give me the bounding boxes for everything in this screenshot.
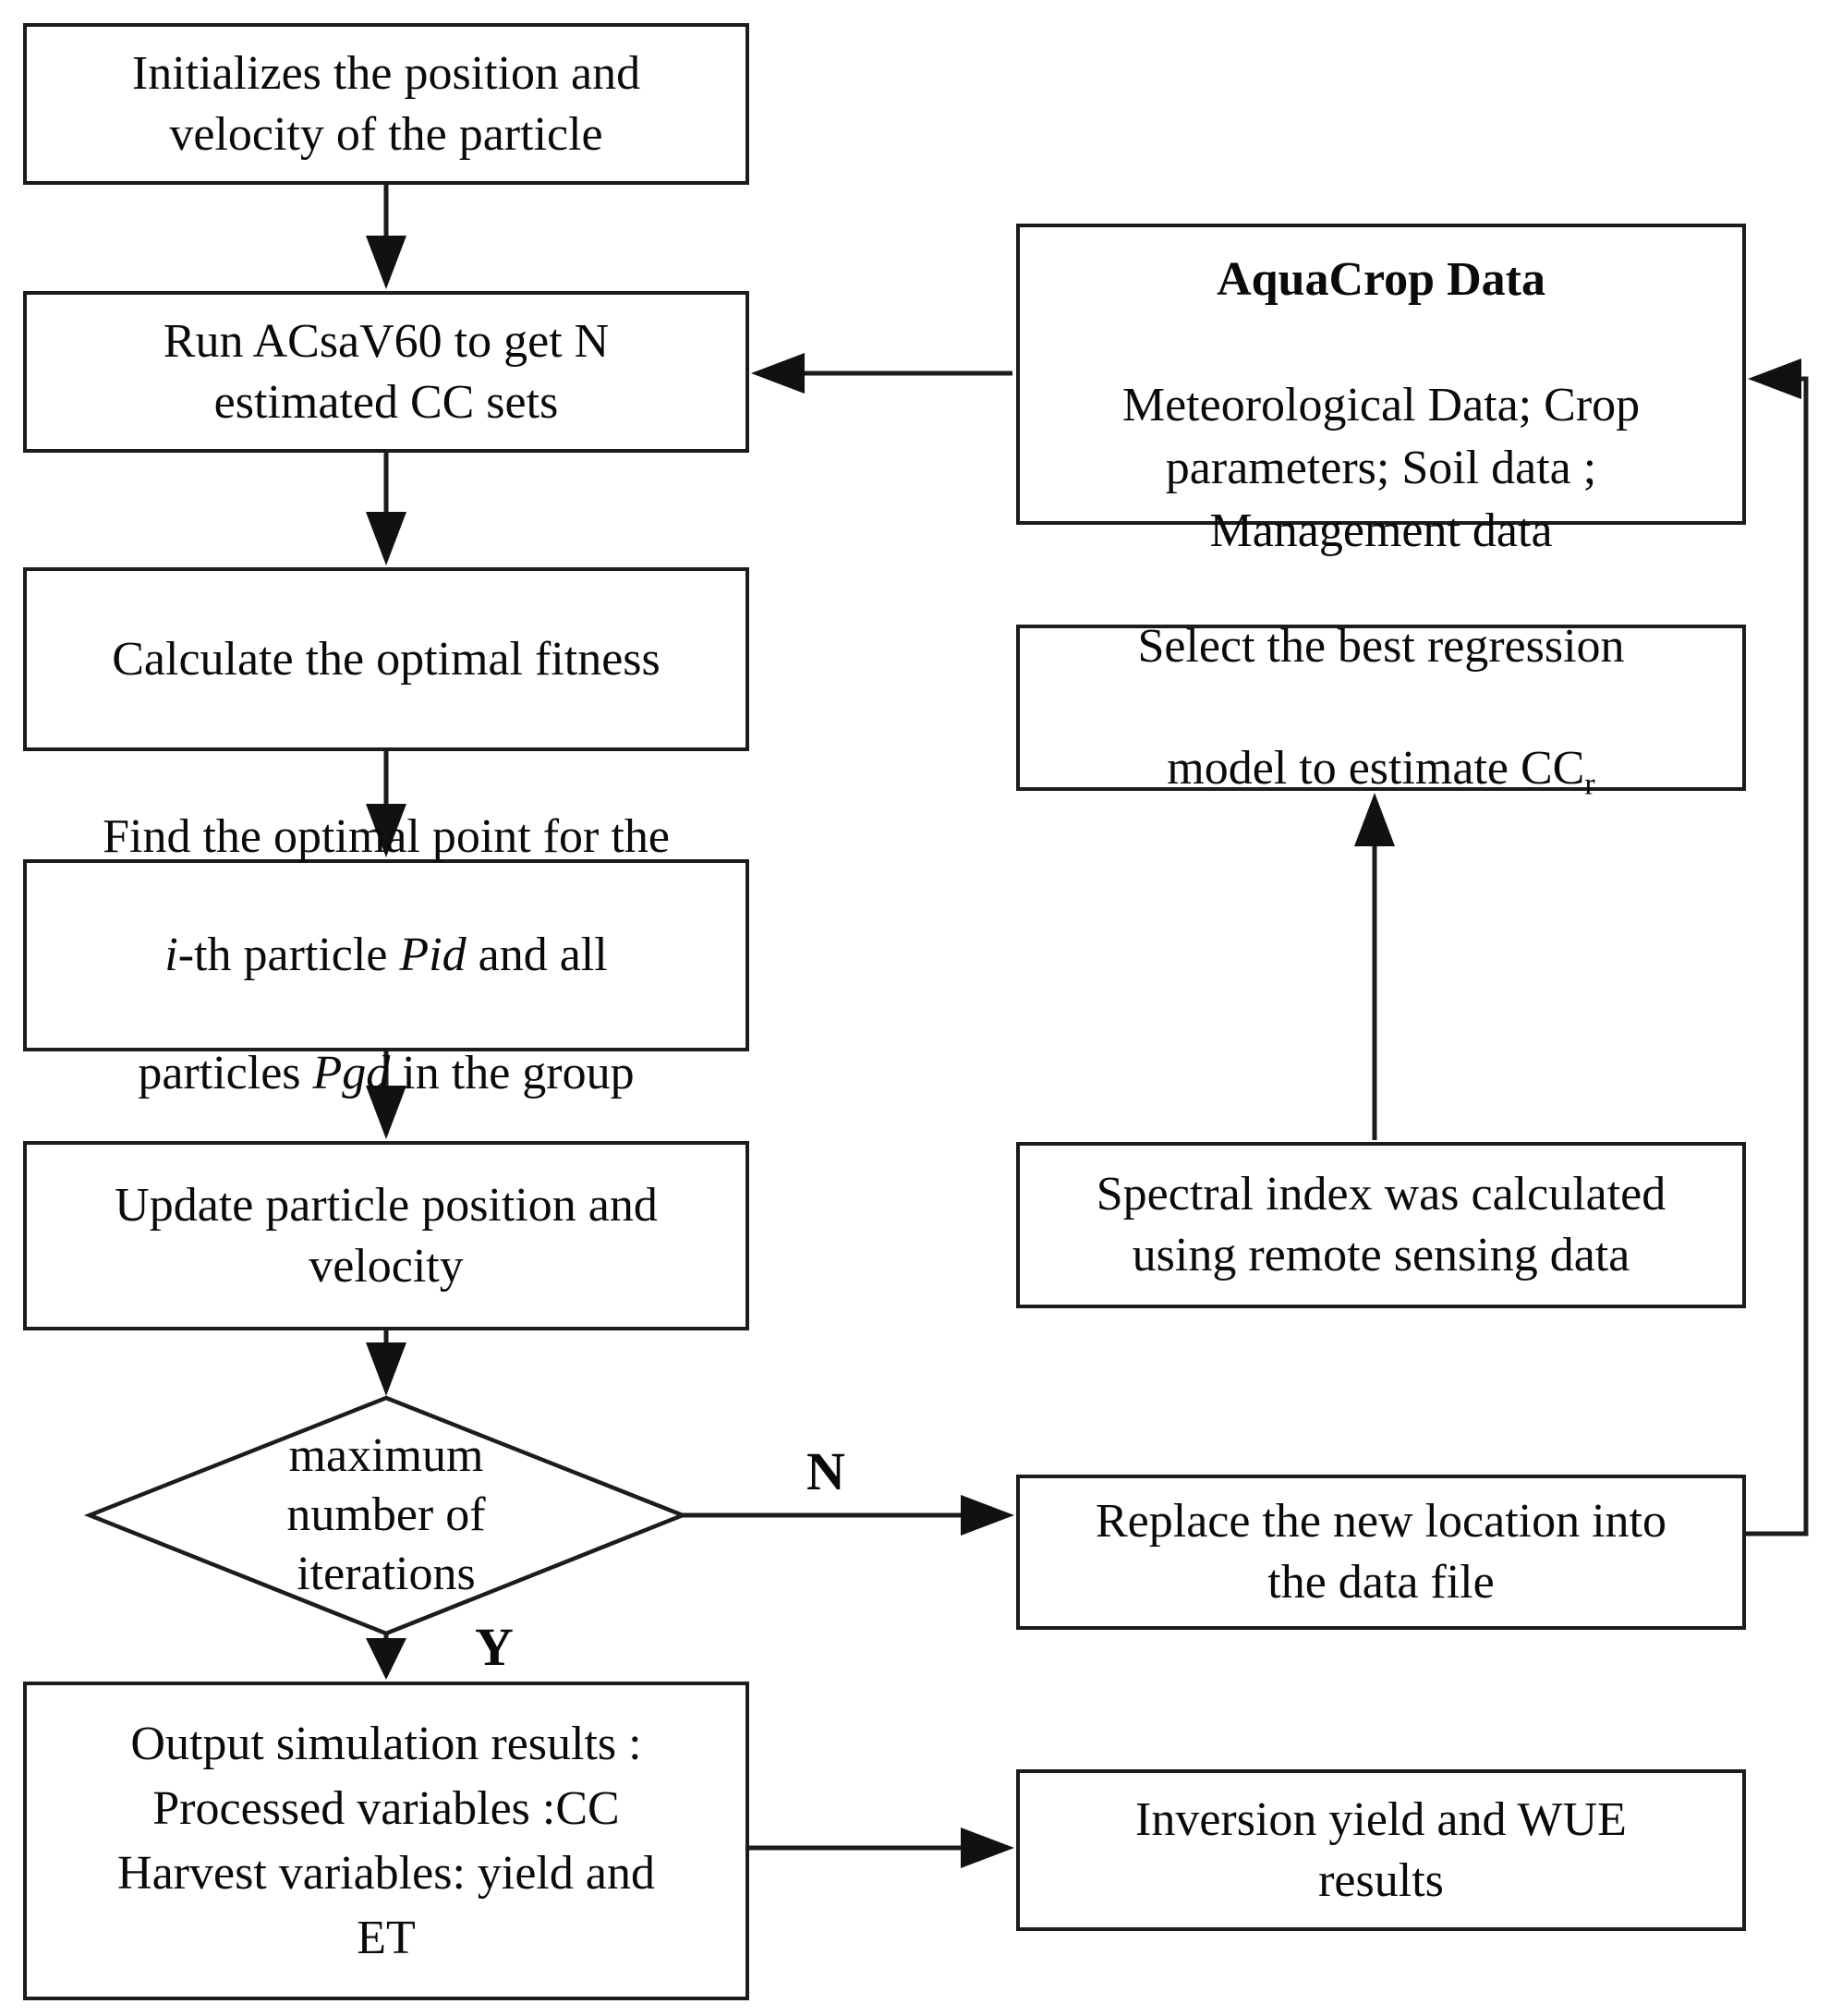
run-box: Run ACsaV60 to get N estimated CC sets [23,291,749,453]
inversion-results-box: Inversion yield and WUE results [1016,1769,1746,1931]
regression-line-1: Select the best regression [1137,620,1625,673]
aquacrop-data-title: AquaCrop Data [1217,253,1545,306]
pgd-variable: Pgd [312,1047,391,1099]
fitness-box-text: Calculate the optimal fitness [112,632,660,686]
arrow-replace-to-aquacrop-feedback [1744,358,1809,1536]
find-line-2b: and all [466,929,608,981]
arrow-diamond-to-output [366,1633,406,1680]
update-box: Update particle position and velocity [23,1141,749,1330]
arrow-output-to-inversion [747,1828,1014,1868]
run-box-text: Run ACsaV60 to get N estimated CC sets [163,314,610,429]
arrow-update-to-diamond [366,1329,406,1396]
spectral-index-box-text: Spectral index was calculated using remo… [1096,1168,1666,1281]
replace-location-box: Replace the new location into the data f… [1016,1475,1746,1630]
regression-box-text: Select the best regression model to esti… [1137,555,1624,860]
arrow-init-to-run [366,183,406,289]
find-optimal-box-text: Find the optimal point for the i-th part… [103,748,670,1162]
spectral-index-box: Spectral index was calculated using remo… [1016,1142,1746,1308]
output-box: Output simulation results : Processed va… [23,1682,749,2000]
find-line-3a: particles [138,1047,313,1099]
branch-label-y: Y [475,1617,514,1677]
find-line-2: i-th particle Pid and all [103,926,670,985]
inversion-results-box-text: Inversion yield and WUE results [1135,1792,1627,1907]
init-box: Initializes the position and velocity of… [23,23,749,185]
aquacrop-data-body: Meteorological Data; Crop parameters; So… [1121,379,1641,557]
pid-variable: Pid [399,929,467,981]
regression-line-2-main: model to estimate CC [1167,742,1585,795]
find-line-1: Find the optimal point for the [103,810,670,863]
arrow-run-to-fitness [366,451,406,565]
branch-label-n: N [806,1441,845,1501]
decision-diamond-text: maximum number of iterations [286,1429,486,1600]
regression-box: Select the best regression model to esti… [1016,620,1746,800]
update-box-text: Update particle position and velocity [115,1178,658,1293]
arrow-aquacrop-to-run [751,353,1012,394]
aquacrop-data-box-text: AquaCrop Data Meteorological Data; Crop … [1122,186,1640,563]
find-line-3: particles Pgd in the group [103,1044,670,1103]
output-box-text: Output simulation results : Processed va… [117,1717,655,1964]
aquacrop-data-box: AquaCrop Data Meteorological Data; Crop … [1016,224,1746,557]
fitness-box: Calculate the optimal fitness [23,567,749,751]
find-line-3b: in the group [390,1047,635,1099]
replace-location-box-text: Replace the new location into the data f… [1095,1495,1666,1609]
init-box-text: Initializes the position and velocity of… [131,46,641,161]
arrow-find-to-update [366,1050,406,1139]
arrow-diamond-to-replace [681,1495,1014,1536]
cc-subscript-r: r [1584,767,1595,802]
i-variable: i [164,929,178,981]
find-optimal-box: Find the optimal point for the i-th part… [23,810,749,1099]
arrow-fitness-to-find [366,749,406,857]
regression-line-2: model to estimate CCr [1137,738,1624,802]
arrow-spectral-to-regression [1354,793,1395,1140]
find-line-2a: -th particle [177,929,400,981]
